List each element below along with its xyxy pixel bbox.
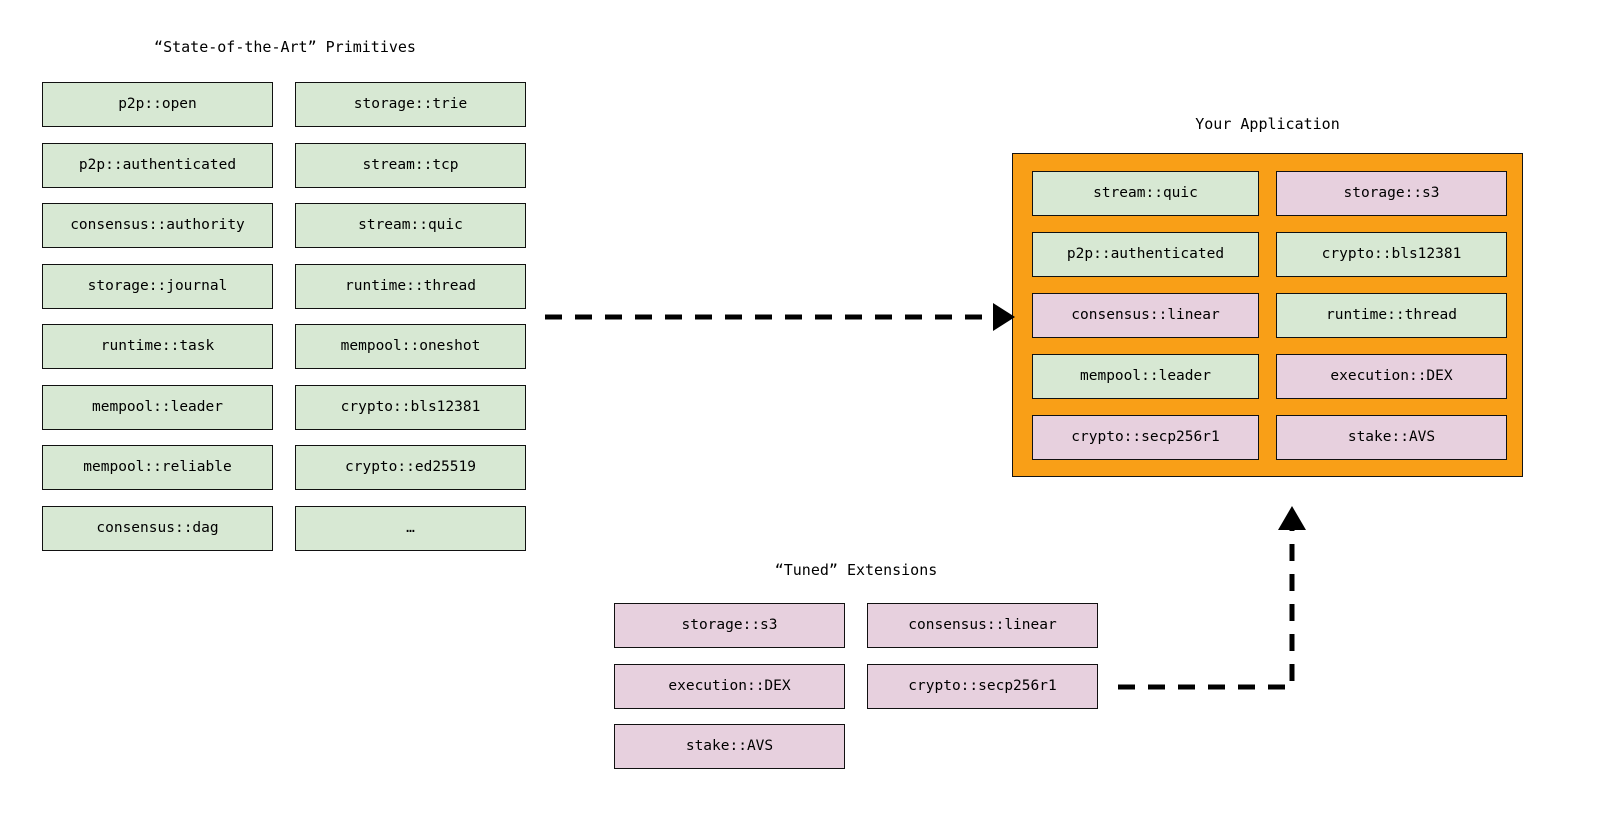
primitive-node: consensus::dag (42, 505, 273, 551)
node-label: crypto::ed25519 (345, 459, 476, 476)
application-module-node: consensus::linear (1032, 293, 1259, 338)
primitive-node: mempool::oneshot (295, 324, 526, 369)
application-module-node: stream::quic (1032, 171, 1259, 216)
node-label: p2p::authenticated (78, 156, 237, 173)
node-label: storage::journal (87, 277, 228, 294)
primitive-node: runtime::thread (295, 263, 526, 309)
node-label: crypto::secp256r1 (1071, 429, 1220, 446)
primitive-node: stream::tcp (295, 142, 526, 188)
application-module-node: crypto::secp256r1 (1032, 415, 1259, 460)
node-label: storage::trie (353, 96, 468, 113)
node-label: stream::quic (1093, 185, 1198, 202)
primitive-node: storage::trie (295, 82, 526, 127)
primitive-node: crypto::bls12381 (295, 384, 526, 430)
primitive-node: crypto::ed25519 (295, 445, 526, 490)
primitive-node: mempool::reliable (42, 445, 273, 490)
node-label: crypto::bls12381 (1321, 246, 1462, 263)
node-label: execution::DEX (668, 677, 791, 694)
primitive-node: p2p::authenticated (42, 142, 273, 188)
node-label: mempool::leader (92, 398, 223, 415)
arrow-primitives-to-application (545, 303, 1015, 331)
node-label: mempool::oneshot (340, 338, 481, 355)
node-label: consensus::linear (908, 617, 1057, 634)
node-label: mempool::reliable (83, 459, 232, 476)
node-label: consensus::dag (96, 519, 219, 536)
primitive-node: stream::quic (295, 203, 526, 248)
node-label: storage::s3 (681, 617, 778, 634)
node-label: stream::quic (358, 217, 463, 234)
extension-node: stake::AVS (614, 724, 845, 769)
application-module-node: mempool::leader (1032, 354, 1259, 399)
node-label: p2p::open (118, 96, 197, 113)
node-label: crypto::bls12381 (340, 398, 481, 415)
node-label: … (406, 519, 415, 536)
extension-node: consensus::linear (867, 603, 1098, 648)
node-label: crypto::secp256r1 (908, 677, 1057, 694)
application-module-node: storage::s3 (1276, 171, 1507, 216)
node-label: runtime::thread (345, 277, 476, 294)
extensions-section-title: “Tuned” Extensions (774, 561, 938, 579)
node-label: stake::AVS (1347, 429, 1436, 446)
primitives-section-title: “State-of-the-Art” Primitives (154, 38, 416, 56)
node-label: storage::s3 (1343, 185, 1440, 202)
primitive-node: consensus::authority (42, 203, 273, 248)
node-label: mempool::leader (1080, 368, 1211, 385)
extension-node: crypto::secp256r1 (867, 663, 1098, 709)
arrow-extensions-to-application (1118, 506, 1306, 690)
node-label: stream::tcp (362, 156, 459, 173)
primitive-node: storage::journal (42, 263, 273, 309)
extension-node: execution::DEX (614, 663, 845, 709)
node-label: p2p::authenticated (1066, 246, 1225, 263)
application-module-node: crypto::bls12381 (1276, 232, 1507, 277)
application-module-node: runtime::thread (1276, 293, 1507, 338)
node-label: runtime::thread (1326, 307, 1457, 324)
extension-node: storage::s3 (614, 603, 845, 648)
node-label: runtime::task (100, 338, 215, 355)
primitive-node: p2p::open (42, 82, 273, 127)
application-module-node: execution::DEX (1276, 354, 1507, 399)
node-label: consensus::authority (70, 217, 245, 234)
primitive-node: mempool::leader (42, 384, 273, 430)
primitive-node: runtime::task (42, 324, 273, 369)
node-label: execution::DEX (1330, 368, 1453, 385)
application-module-node: p2p::authenticated (1032, 232, 1259, 277)
application-module-node: stake::AVS (1276, 415, 1507, 460)
primitive-node: … (295, 505, 526, 551)
node-label: consensus::linear (1071, 307, 1220, 324)
node-label: stake::AVS (685, 738, 774, 755)
application-section-title: Your Application (1195, 115, 1340, 133)
